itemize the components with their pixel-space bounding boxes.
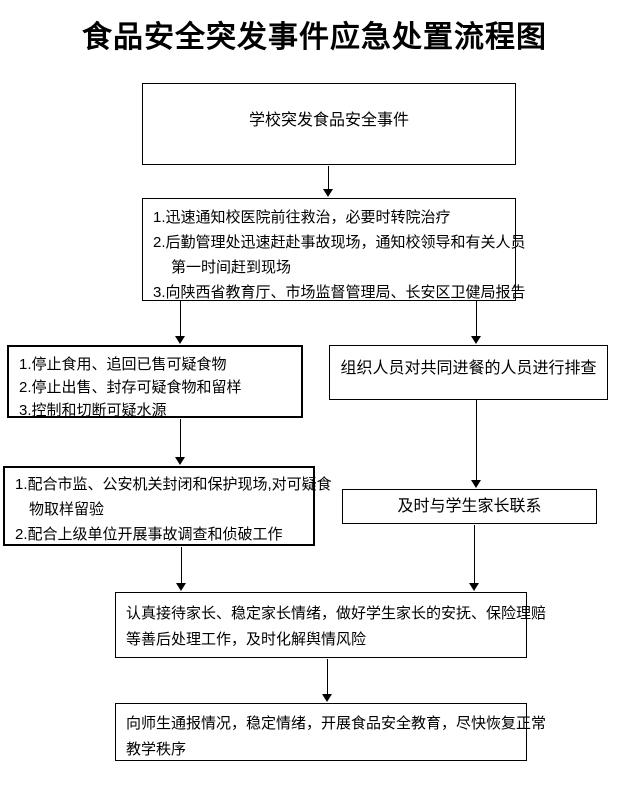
box-line: 1.迅速通知校医院前往救治，必要时转院治疗 [153, 209, 451, 226]
flowchart-box-incident: 学校突发食品安全事件 [142, 83, 516, 165]
box-line: 2.配合上级单位开展事故调查和侦破工作 [15, 526, 283, 543]
flowchart-box-screening: 组织人员对共同进餐的人员进行排查 [329, 345, 608, 400]
arrow-containment-to-cooperation [174, 419, 186, 465]
box-line: 1.配合市监、公安机关封闭和保护现场,对可疑食 [15, 476, 332, 493]
box-text: 及时与学生家长联系 [397, 498, 542, 515]
arrow-contact-parents-to-aftercare [468, 525, 480, 591]
box-text: 组织人员对共同进餐的人员进行排查 [340, 360, 597, 377]
flowchart-box-containment: 1.停止食用、追回已售可疑食物 2.停止出售、封存可疑食物和留样 3.控制和切断… [7, 345, 303, 419]
box-line: 第一时间赶到现场 [171, 259, 292, 276]
flowchart-box-restore: 向师生通报情况，稳定情绪，开展食品安全教育，尽快恢复正常 教学秩序 [115, 703, 547, 761]
box-line: 物取样留验 [29, 501, 105, 518]
arrow-incident-to-response [322, 166, 334, 197]
box-line: 3.向陕西省教育厅、市场监督管理局、长安区卫健局报告 [153, 284, 526, 301]
box-line: 3.控制和切断可疑水源 [19, 402, 167, 419]
arrow-screening-to-contact-parents [470, 400, 482, 488]
flowchart-box-cooperation: 1.配合市监、公安机关封闭和保护现场,对可疑食 物取样留验 2.配合上级单位开展… [3, 466, 332, 546]
box-line: 等善后处理工作，及时化解舆情风险 [126, 631, 367, 648]
box-line: 1.停止食用、追回已售可疑食物 [19, 356, 227, 373]
flowchart-box-aftercare: 认真接待家长、稳定家长情绪，做好学生家长的安抚、保险理赔 等善后处理工作，及时化… [115, 592, 547, 658]
arrow-aftercare-to-restore [321, 659, 333, 702]
arrow-response-to-containment [174, 301, 186, 344]
box-line: 2.停止出售、封存可疑食物和留样 [19, 379, 242, 396]
box-line: 2.后勤管理处迅速赶赴事故现场，通知校领导和有关人员 [153, 234, 526, 251]
box-line: 向师生通报情况，稳定情绪，开展食品安全教育，尽快恢复正常 [126, 715, 547, 732]
flowchart-box-contact-parents: 及时与学生家长联系 [342, 489, 597, 524]
flowchart-box-response: 1.迅速通知校医院前往救治，必要时转院治疗 2.后勤管理处迅速赶赴事故现场，通知… [142, 198, 526, 301]
box-line: 教学秩序 [126, 741, 187, 758]
arrow-cooperation-to-aftercare [175, 547, 187, 591]
arrow-response-to-screening [470, 301, 482, 344]
box-line: 认真接待家长、稳定家长情绪，做好学生家长的安抚、保险理赔 [126, 605, 547, 622]
page-title: 食品安全突发事件应急处置流程图 [82, 21, 547, 54]
box-text: 学校突发食品安全事件 [248, 112, 409, 129]
